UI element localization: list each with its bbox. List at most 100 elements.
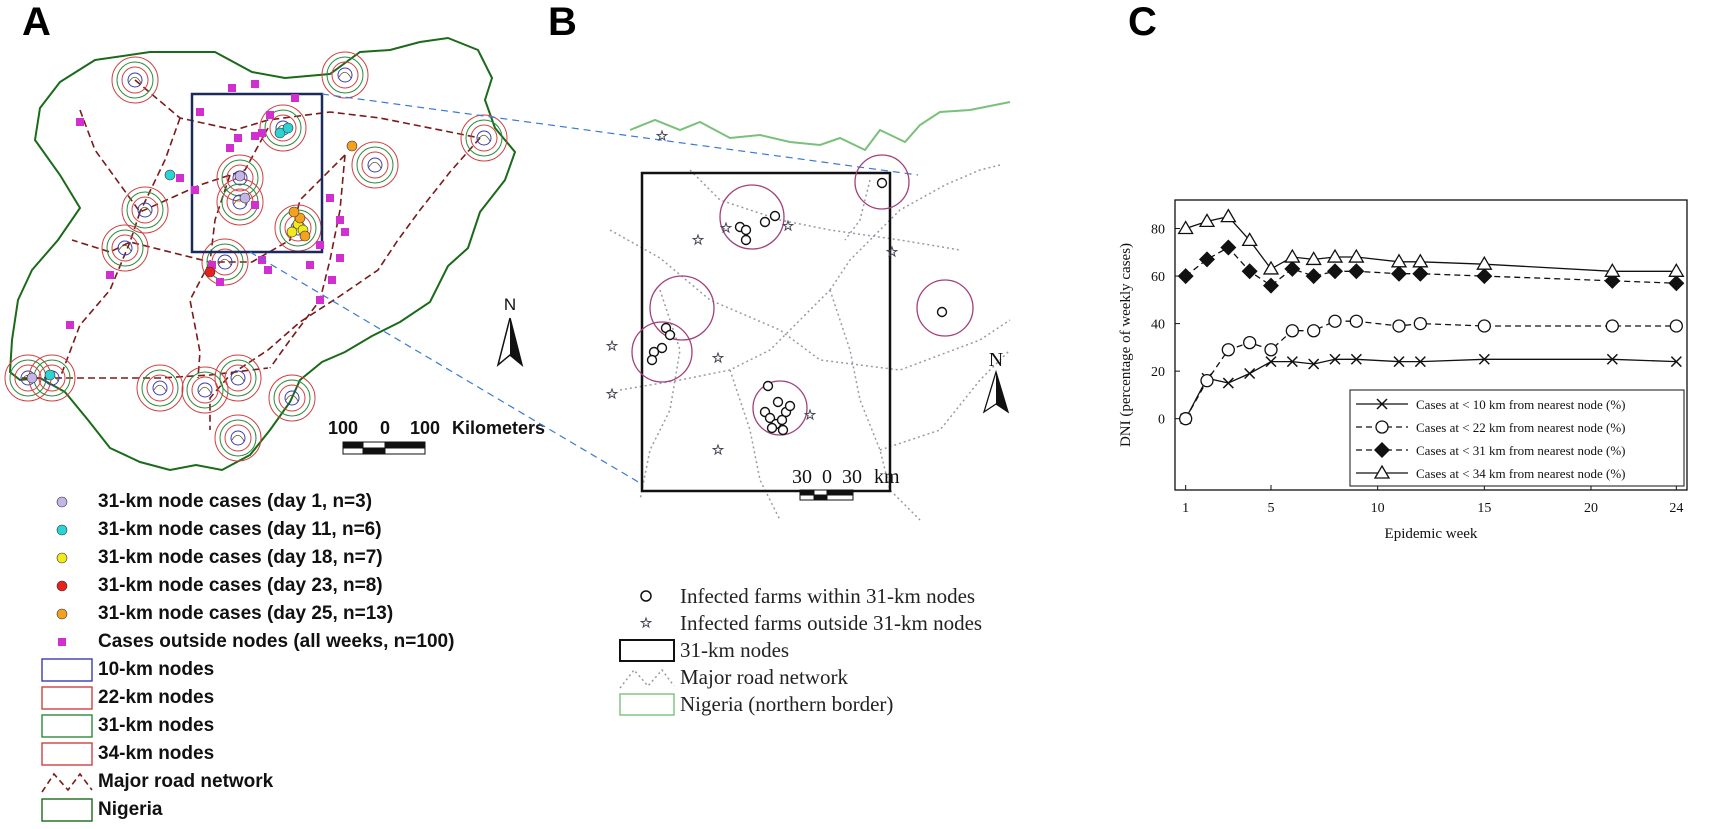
point-0-2	[1222, 377, 1234, 389]
point-2-10	[1412, 265, 1429, 282]
case-dot-4	[234, 170, 246, 182]
legend-a-symbol-5	[58, 638, 66, 646]
farm-within-20	[777, 424, 789, 436]
case-square-19	[316, 296, 324, 304]
case-dot-12	[299, 230, 311, 242]
series-1	[1179, 314, 1683, 426]
node-ring-16	[268, 374, 316, 422]
panel-b-letter: B	[548, 0, 577, 44]
cases-outside-nodes	[66, 80, 349, 329]
node-circle-b-3	[631, 321, 693, 383]
node-ring-6	[121, 186, 169, 234]
legend-a-label-3: 31-km node cases (day 23, n=8)	[98, 575, 383, 596]
node-circles-b	[631, 154, 974, 436]
point-1-7	[1328, 314, 1342, 328]
case-dot-6	[26, 372, 38, 384]
case-square-11	[251, 201, 259, 209]
point-1-9	[1392, 319, 1406, 333]
point-2-11	[1476, 268, 1493, 285]
north-label-a: N	[504, 295, 516, 314]
case-square-14	[341, 228, 349, 236]
legend-a-symbol-0	[56, 496, 68, 508]
point-2-9	[1391, 265, 1407, 282]
legend-a-symbol-9	[41, 742, 93, 766]
x-tick-label-0: 1	[1182, 501, 1189, 516]
legend-a-symbol-1	[56, 524, 68, 536]
legend-label-2: Cases at < 31 km from nearest node (%)	[1416, 443, 1626, 458]
scale-tick-b-0: 30	[792, 466, 812, 488]
legend-a-label-11: Nigeria	[98, 799, 163, 820]
node-ring-4	[460, 114, 508, 162]
case-dot-1	[282, 122, 294, 134]
farm-within-2	[740, 234, 752, 246]
node-ring-15	[214, 354, 262, 402]
scale-bar-a	[342, 441, 426, 455]
point-3-9	[1390, 253, 1408, 268]
series-line-3	[1185, 215, 1677, 272]
case-square-23	[216, 278, 224, 286]
scale-tick-a-0: 100	[328, 418, 358, 438]
point-0-3	[1244, 367, 1256, 380]
point-2-8	[1348, 263, 1365, 280]
x-tick-label-3: 15	[1477, 501, 1491, 516]
point-3-5	[1284, 248, 1301, 263]
panel-b-map: N 30 0 30 km	[605, 101, 1011, 521]
case-dot-11	[288, 206, 300, 218]
case-square-22	[208, 261, 216, 269]
point-1-10	[1413, 316, 1427, 331]
farm-outside-3	[781, 219, 795, 232]
infected-farms-within	[646, 177, 948, 436]
point-3-8	[1348, 248, 1365, 263]
scale-bar-b	[799, 489, 854, 501]
y-tick-label-0: 0	[1158, 413, 1165, 428]
point-0-9	[1393, 356, 1405, 368]
case-square-21	[264, 266, 272, 274]
farm-within-13	[764, 412, 776, 424]
case-square-0	[251, 80, 259, 88]
node-circle-b-2	[649, 275, 715, 341]
case-dot-5	[239, 192, 251, 204]
legend-a-label-1: 31-km node cases (day 11, n=6)	[98, 519, 382, 540]
point-1-12	[1605, 319, 1619, 333]
point-3-6	[1305, 251, 1322, 266]
farm-within-1	[740, 224, 752, 236]
case-dot-9	[286, 226, 298, 238]
legend-b-symbol-3	[619, 668, 675, 689]
node-ring-13	[136, 364, 184, 412]
legend-a-symbol-8	[41, 714, 93, 738]
case-square-16	[306, 261, 314, 269]
series-3	[1177, 208, 1685, 277]
farm-within-10	[646, 354, 658, 366]
point-1-13	[1669, 319, 1683, 333]
point-3-2	[1220, 208, 1237, 223]
node-circle-b-0	[719, 184, 785, 250]
farm-within-21	[936, 306, 948, 318]
legend-a-symbol-4	[56, 608, 68, 620]
legend-a-label-7: 22-km nodes	[98, 687, 215, 708]
legend-b-label-3: Major road network	[680, 665, 848, 689]
case-dot-13	[346, 140, 358, 152]
panel-a-letter: A	[22, 0, 51, 44]
farm-outside-8	[711, 443, 725, 456]
point-2-7	[1327, 263, 1343, 280]
point-0-4	[1265, 356, 1277, 368]
farm-within-5	[876, 177, 888, 189]
legend-a-symbol-2	[56, 552, 68, 564]
case-square-25	[66, 321, 74, 329]
point-1-11	[1477, 319, 1491, 333]
case-square-8	[291, 94, 299, 102]
legend-a-label-9: 34-km nodes	[98, 743, 215, 764]
node-ring-2	[321, 51, 369, 99]
plot-frame	[1174, 199, 1688, 491]
point-3-3	[1241, 232, 1258, 247]
case-square-2	[196, 108, 204, 116]
point-1-2	[1221, 343, 1235, 357]
point-0-8	[1350, 353, 1362, 365]
point-2-6	[1305, 268, 1322, 285]
point-1-8	[1349, 314, 1363, 328]
case-square-10	[176, 174, 184, 182]
case-square-26	[226, 144, 234, 152]
node-circle-b-1	[854, 154, 910, 210]
